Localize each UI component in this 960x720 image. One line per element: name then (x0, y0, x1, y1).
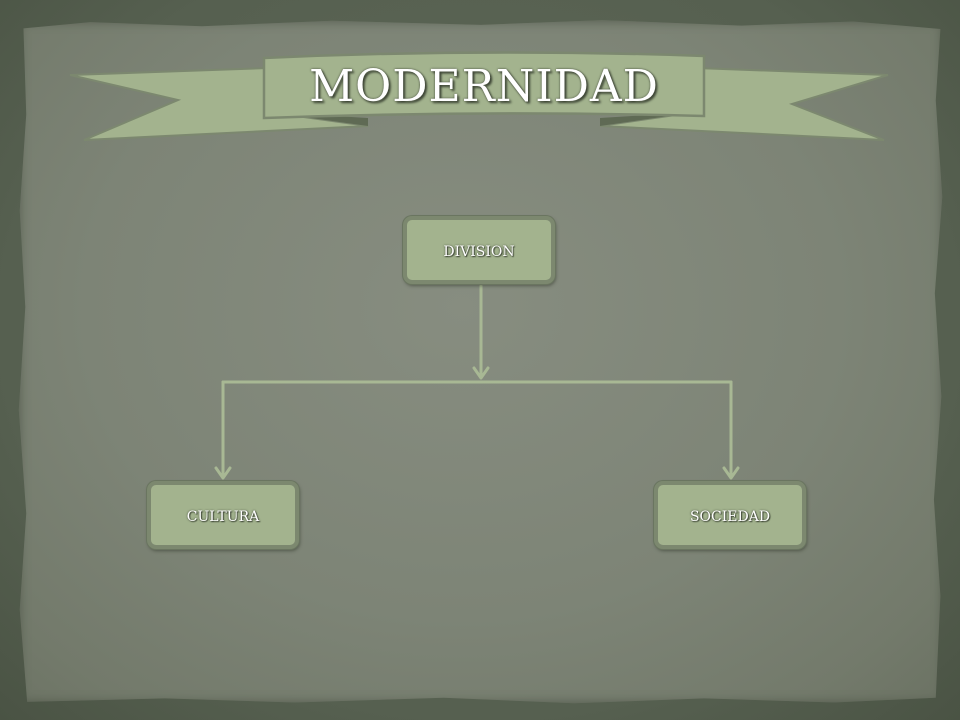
node-cultura-label: CULTURA (186, 509, 260, 525)
node-sociedad: SOCIEDAD (654, 481, 806, 549)
title-ribbon-banner (69, 51, 889, 141)
node-division-label: DIVISION (443, 244, 515, 260)
node-cultura: CULTURA (147, 481, 299, 549)
connector-left-arrowhead (214, 466, 232, 480)
connector-right-arrowhead (722, 466, 740, 480)
node-sociedad-label: SOCIEDAD (689, 509, 771, 525)
ribbon-main-band (262, 51, 706, 120)
slide-title: MODERNIDAD (309, 61, 659, 112)
connector-root-arrowhead (472, 366, 490, 380)
node-division: DIVISION (403, 216, 555, 284)
